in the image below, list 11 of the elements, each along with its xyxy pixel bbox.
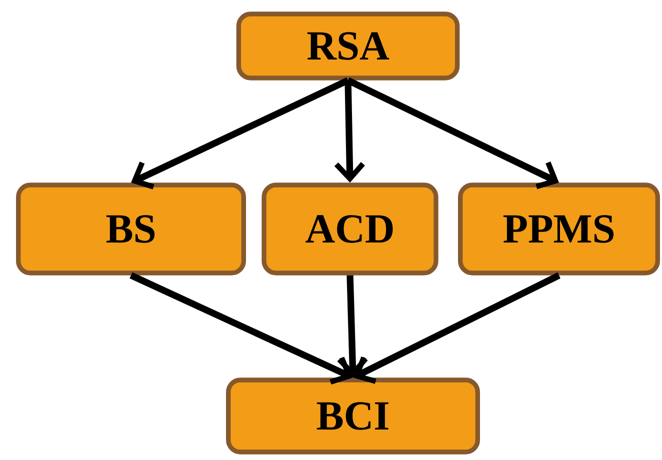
- arrow: [334, 80, 365, 183]
- arrow: [131, 77, 350, 190]
- process-box: RSA: [236, 12, 460, 80]
- process-box: PPMS: [458, 182, 660, 276]
- arrow: [346, 77, 559, 190]
- process-box: BCI: [226, 378, 480, 454]
- process-box: ACD: [262, 182, 438, 276]
- arrow: [337, 275, 368, 378]
- arrow: [353, 272, 560, 384]
- process-box: BS: [16, 182, 246, 276]
- arrow: [130, 272, 353, 384]
